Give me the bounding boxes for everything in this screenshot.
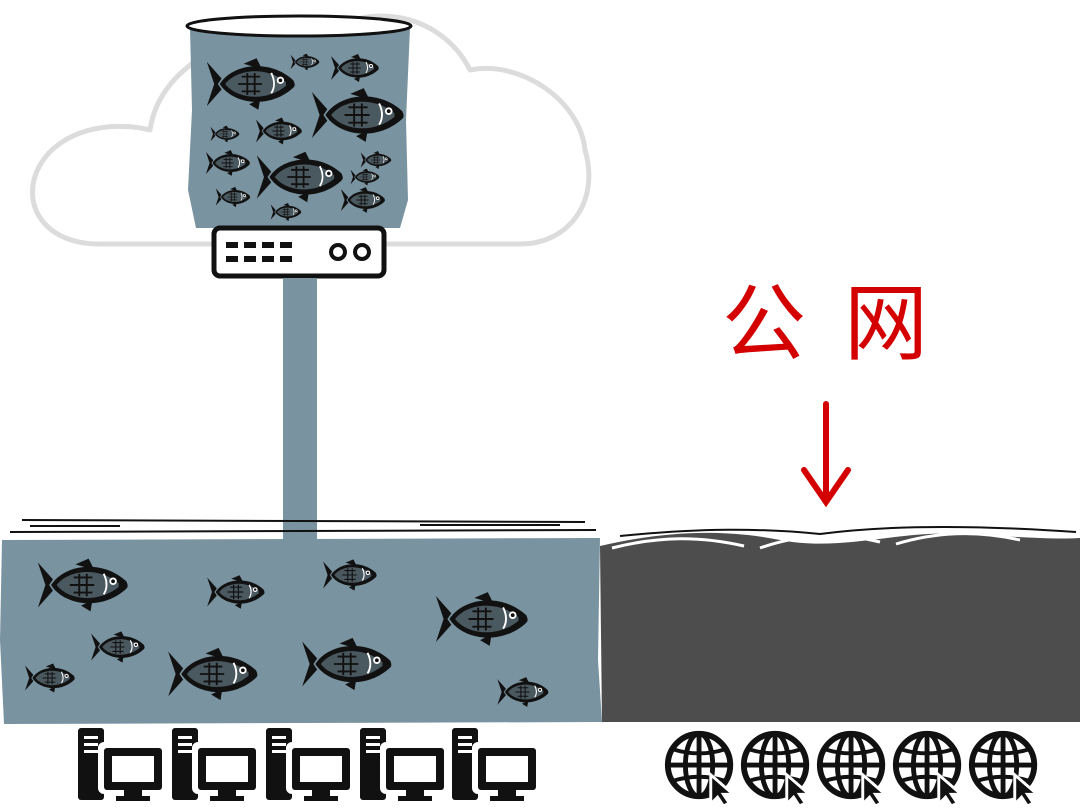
cloud-water-tank [187, 16, 411, 228]
computer-icon [78, 728, 164, 801]
computer-icon [266, 728, 352, 801]
globe-cursor-icon [744, 734, 809, 806]
computer-icon [452, 728, 538, 801]
globe-cursor-icon [972, 734, 1037, 806]
private-network-pool [0, 538, 602, 724]
globe-cursor-icon [668, 734, 733, 806]
public-network-water [600, 527, 1080, 722]
computer-icon [360, 728, 446, 801]
connection-pipe [283, 278, 317, 540]
arrow-down-icon [804, 404, 848, 502]
public-network-label: 公网 [722, 282, 966, 366]
globe-row [668, 734, 1037, 806]
globe-cursor-icon [820, 734, 885, 806]
globe-cursor-icon [896, 734, 961, 806]
computer-icon [172, 728, 258, 801]
server-icon [214, 228, 384, 276]
computer-row [78, 728, 538, 801]
